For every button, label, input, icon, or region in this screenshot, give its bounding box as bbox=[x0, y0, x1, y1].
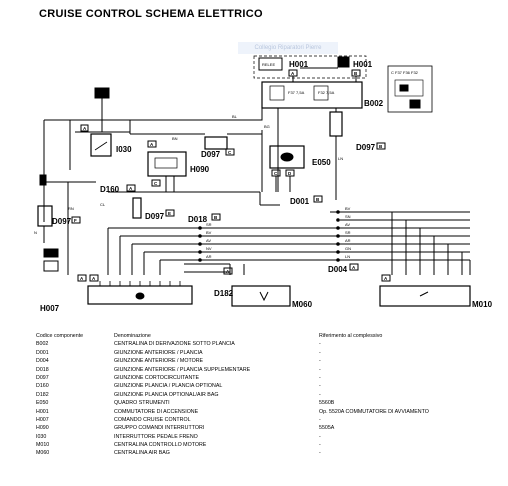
svg-text:AV: AV bbox=[345, 222, 350, 227]
legend-header-code: Codice componente bbox=[36, 333, 84, 339]
e050-instrument-cluster: E050 C D bbox=[269, 145, 331, 177]
svg-text:CL: CL bbox=[100, 202, 106, 207]
h007-cruise-control: A A H007 bbox=[40, 274, 193, 313]
legend-header-name: Denominazione bbox=[114, 333, 151, 339]
svg-text:F37 7,5A: F37 7,5A bbox=[288, 90, 305, 95]
h001-right-switch: H001 B bbox=[337, 56, 373, 77]
d160-connector: D160 A bbox=[100, 184, 136, 194]
svg-text:C: C bbox=[228, 150, 232, 155]
svg-text:BL: BL bbox=[232, 114, 238, 119]
svg-text:D: D bbox=[288, 171, 292, 176]
d160-label: D160 bbox=[100, 185, 120, 194]
svg-text:AR: AR bbox=[206, 254, 212, 259]
d097-f-label: D097 bbox=[52, 217, 72, 226]
svg-text:NV: NV bbox=[206, 246, 212, 251]
svg-text:LN: LN bbox=[345, 254, 350, 259]
svg-text:B: B bbox=[379, 144, 383, 149]
h001-left-switch: RELEE H001 A bbox=[258, 57, 309, 77]
svg-text:RELEE: RELEE bbox=[262, 62, 275, 67]
svg-text:A: A bbox=[384, 276, 388, 281]
b002-inset: C F37 F36 F32 bbox=[387, 65, 433, 113]
svg-text:RN: RN bbox=[68, 206, 74, 211]
m060-airbag-ecu: M060 bbox=[231, 285, 313, 309]
b002-label: B002 bbox=[364, 99, 384, 108]
svg-text:AV: AV bbox=[206, 238, 211, 243]
i030-label: I030 bbox=[116, 145, 132, 154]
ground-icon-top bbox=[94, 87, 110, 99]
b002-fuse-box: F37 7,5A F32 7,5A B002 bbox=[261, 81, 384, 109]
page-title: CRUISE CONTROL SCHEMA ELETTRICO bbox=[39, 8, 263, 20]
svg-text:A: A bbox=[92, 276, 96, 281]
svg-text:BV: BV bbox=[206, 230, 212, 235]
svg-text:AR: AR bbox=[345, 238, 351, 243]
d097-f-connector: D097 F bbox=[37, 205, 81, 227]
h007-label: H007 bbox=[40, 304, 60, 313]
ground-icon-low bbox=[43, 260, 59, 272]
i030-brake-switch: I030 bbox=[90, 133, 132, 157]
d097-e-connector: D097 E bbox=[132, 197, 175, 221]
h001-label-left: H001 bbox=[289, 60, 309, 69]
svg-text:A: A bbox=[226, 269, 230, 274]
h090-label: H090 bbox=[190, 165, 210, 174]
svg-text:N: N bbox=[34, 230, 37, 235]
svg-text:A: A bbox=[291, 71, 295, 76]
svg-text:C: C bbox=[274, 171, 278, 176]
d182-label: D182 bbox=[214, 289, 234, 298]
svg-text:C: C bbox=[154, 181, 158, 186]
svg-text:SR: SR bbox=[345, 230, 351, 235]
svg-text:BV: BV bbox=[345, 206, 351, 211]
svg-text:E: E bbox=[168, 211, 171, 216]
wire-bus bbox=[107, 211, 471, 275]
svg-text:SR: SR bbox=[206, 222, 212, 227]
h001-label-right: H001 bbox=[353, 60, 373, 69]
d097-c-label: D097 bbox=[201, 150, 221, 159]
ground-icon-mid bbox=[43, 248, 59, 258]
svg-text:GN: GN bbox=[345, 246, 351, 251]
svg-text:SN: SN bbox=[345, 214, 351, 219]
svg-text:C F37 F36 F32: C F37 F36 F32 bbox=[391, 70, 419, 75]
m010-label: M010 bbox=[472, 300, 493, 309]
svg-text:A: A bbox=[150, 142, 154, 147]
d182-connector: D182 A bbox=[214, 267, 234, 298]
d097-e-label: D097 bbox=[145, 212, 165, 221]
svg-text:A: A bbox=[352, 265, 356, 270]
m060-label: M060 bbox=[292, 300, 313, 309]
svg-text:A: A bbox=[129, 186, 133, 191]
svg-text:F: F bbox=[74, 218, 77, 223]
d097-b-connector: D097 B bbox=[329, 111, 386, 152]
d018-connector: D018 B bbox=[188, 213, 221, 224]
svg-text:LN: LN bbox=[338, 156, 343, 161]
d004-connector: D004 A bbox=[328, 263, 359, 274]
wiring-diagram: RELEE H001 A H001 B F37 7,5A F32 7,5A B0… bbox=[34, 55, 493, 313]
svg-text:BG: BG bbox=[264, 124, 270, 129]
m010-engine-ecu: M010 A bbox=[379, 274, 493, 309]
svg-text:F32 7,5A: F32 7,5A bbox=[318, 90, 335, 95]
d001-label: D001 bbox=[290, 197, 310, 206]
svg-text:A: A bbox=[80, 276, 84, 281]
faint-caption: Collegio Riparatori Pierre bbox=[238, 42, 338, 54]
svg-text:BN: BN bbox=[172, 136, 178, 141]
d097-b-label: D097 bbox=[356, 143, 376, 152]
h090-switch-group: H090 C bbox=[147, 151, 210, 187]
svg-text:B: B bbox=[214, 215, 218, 220]
d001-connector: D001 B bbox=[290, 195, 323, 206]
legend-header-ref: Riferimento al complessivo bbox=[319, 333, 383, 339]
svg-text:A: A bbox=[83, 126, 87, 131]
d018-label: D018 bbox=[188, 215, 208, 224]
e050-label: E050 bbox=[312, 158, 331, 167]
svg-text:B: B bbox=[316, 197, 320, 202]
svg-text:B: B bbox=[354, 71, 358, 76]
d097-c-connector: D097 C bbox=[201, 136, 235, 159]
d004-label: D004 bbox=[328, 265, 348, 274]
